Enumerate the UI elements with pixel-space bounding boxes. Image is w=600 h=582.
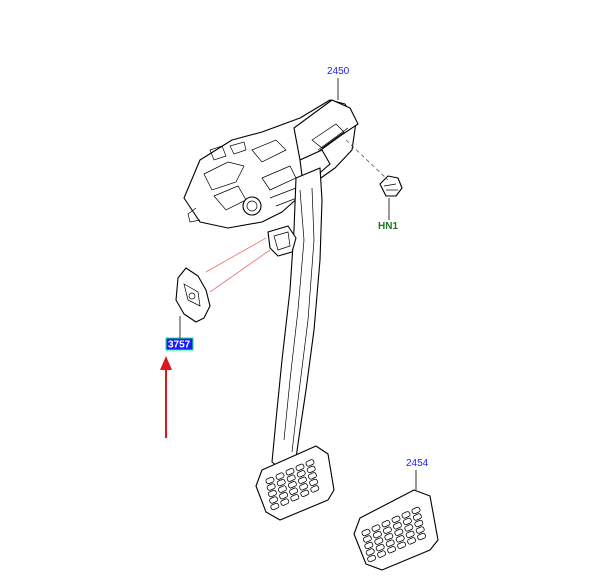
pad-grip-rib bbox=[280, 498, 290, 506]
pad-grip-rib bbox=[269, 496, 279, 504]
pad-grip-rib bbox=[394, 528, 404, 536]
pad-grip-rib bbox=[290, 494, 300, 502]
callout-2454[interactable]: 2454 bbox=[406, 458, 429, 469]
pad-grip-rib bbox=[307, 472, 317, 480]
bracket-3757[interactable] bbox=[175, 267, 211, 323]
pad-grip-rib bbox=[300, 489, 310, 497]
retaining-nut-hn1[interactable] bbox=[379, 175, 403, 197]
pad-grip-rib bbox=[297, 476, 307, 484]
pad-grip-rib bbox=[295, 463, 305, 471]
pad-grip-rib bbox=[382, 526, 392, 534]
pad-grip-rib bbox=[365, 548, 375, 556]
pad-grip-rib bbox=[367, 554, 377, 563]
pad-grip-rib bbox=[402, 517, 412, 526]
pad-grip-rib bbox=[276, 478, 286, 487]
pad-grip-rib bbox=[277, 485, 287, 493]
pad-grip-rib bbox=[385, 539, 395, 547]
pedal-box-assembly[interactable] bbox=[183, 99, 359, 229]
pad-grip-rib bbox=[407, 537, 417, 545]
pedal-pad-2454[interactable] bbox=[353, 489, 439, 571]
pad-grip-rib bbox=[404, 524, 414, 532]
red-up-arrow-icon bbox=[160, 356, 172, 438]
alignment-line-lower bbox=[209, 249, 271, 293]
pad-grip-rib bbox=[309, 478, 319, 487]
pad-grip-rib bbox=[306, 465, 316, 474]
pad-grip-rib bbox=[377, 550, 387, 558]
pad-grip-rib bbox=[265, 476, 275, 485]
pad-grip-rib bbox=[375, 543, 385, 552]
pad-grip-rib bbox=[310, 485, 320, 493]
pad-grip-rib bbox=[267, 489, 277, 498]
pad-grip-rib bbox=[411, 506, 421, 515]
pad-grip-rib bbox=[361, 528, 371, 537]
pad-grip-rib bbox=[405, 530, 415, 539]
pad-grip-rib bbox=[266, 483, 276, 491]
callout-3757[interactable]: 3757 bbox=[168, 340, 191, 351]
pad-grip-rib bbox=[395, 535, 405, 543]
pad-grip-rib bbox=[287, 481, 297, 489]
pad-grip-rib bbox=[270, 502, 280, 511]
pad-grip-rib bbox=[392, 522, 402, 530]
pad-grip-rib bbox=[387, 546, 397, 554]
pad-grip-rib bbox=[289, 487, 299, 495]
pad-grip-rib bbox=[279, 491, 289, 500]
brake-pedal-pad[interactable] bbox=[255, 445, 335, 521]
callout-hn1[interactable]: HN1 bbox=[378, 221, 398, 232]
pad-grip-rib bbox=[372, 530, 382, 539]
pad-grip-rib bbox=[286, 474, 296, 482]
pad-grip-rib bbox=[275, 472, 285, 480]
pad-grip-rib bbox=[285, 468, 295, 476]
pad-grip-rib bbox=[415, 526, 425, 534]
brake-pedal-lever[interactable] bbox=[267, 167, 323, 471]
pad-grip-rib bbox=[391, 515, 401, 523]
pad-grip-rib bbox=[412, 513, 422, 521]
pad-grip-rib bbox=[397, 541, 407, 549]
pad-grip-rib bbox=[305, 459, 315, 467]
pad-grip-rib bbox=[401, 511, 411, 519]
pad-grip-rib bbox=[299, 483, 309, 491]
pad-grip-rib bbox=[371, 524, 381, 532]
alignment-line-upper bbox=[205, 237, 267, 273]
selected-callout-highlight bbox=[165, 337, 194, 351]
pad-grip-rib bbox=[381, 520, 391, 528]
pad-grip-rib bbox=[364, 541, 374, 550]
pad-grip-rib bbox=[414, 519, 424, 528]
pad-grip-rib bbox=[362, 535, 372, 543]
pad-grip-rib bbox=[296, 470, 306, 478]
nut-alignment-line bbox=[345, 139, 389, 181]
pad-grip-rib bbox=[384, 533, 394, 541]
pad-grip-rib bbox=[417, 532, 427, 541]
pad-grip-rib bbox=[374, 537, 384, 545]
callout-2450[interactable]: 2450 bbox=[327, 66, 350, 77]
